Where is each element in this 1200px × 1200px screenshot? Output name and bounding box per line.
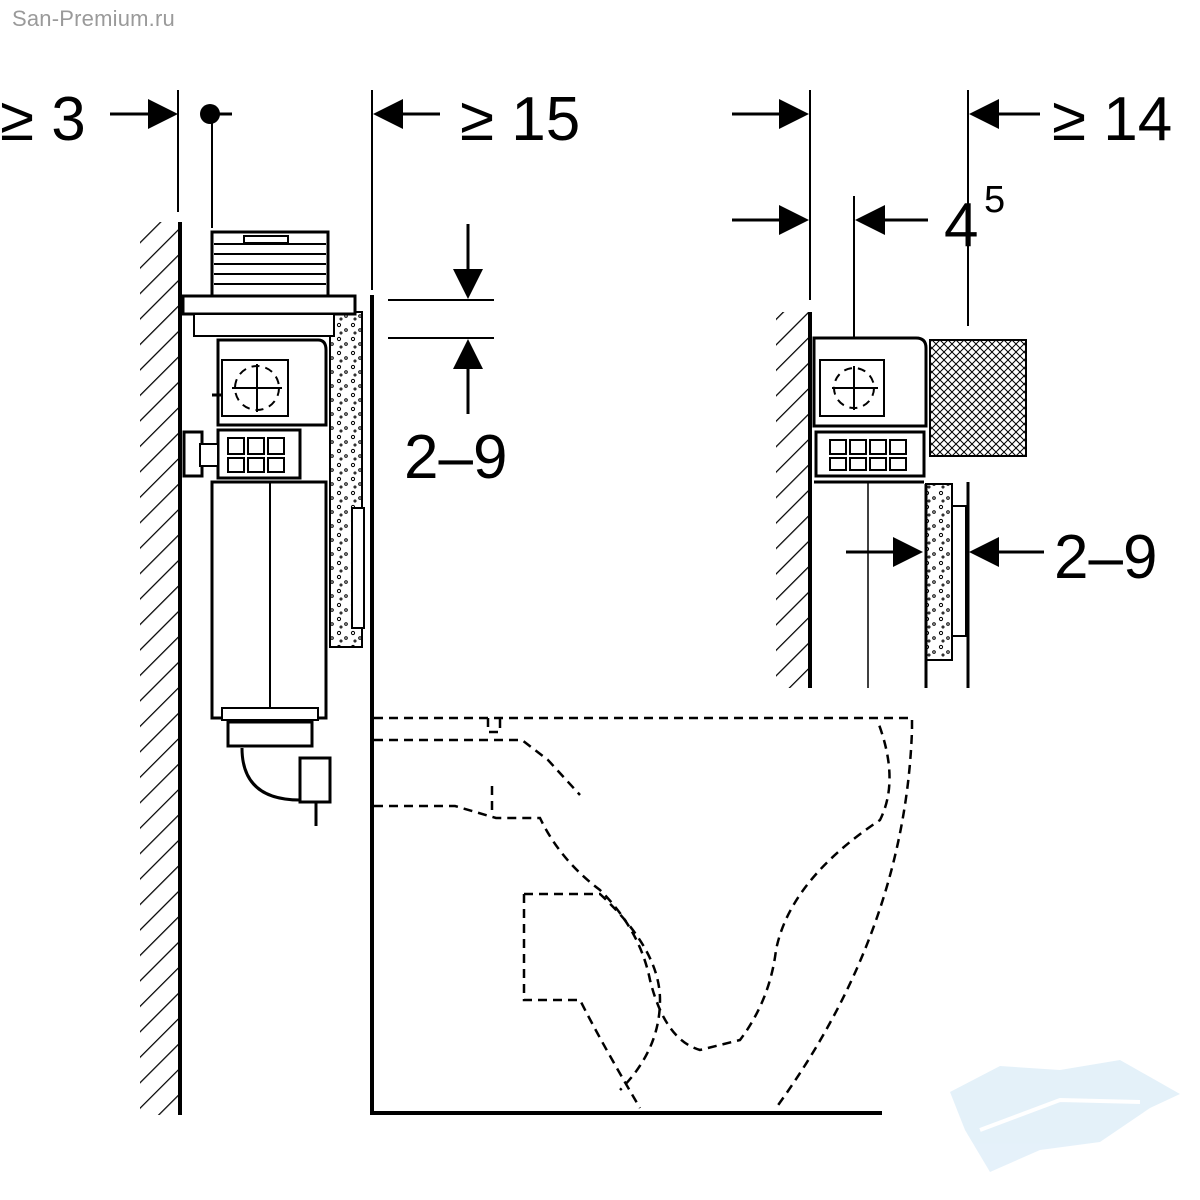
dimension-left-wall-gap: ≥ 3 (0, 85, 232, 228)
cistern-tank (210, 480, 332, 826)
insulation-board-left (329, 311, 365, 648)
dimension-panel-offset-right: 2–9 (846, 523, 1157, 592)
dim-label-right-inner-base: 4 (944, 191, 978, 260)
dimension-panel-offset-left: 2–9 (388, 224, 507, 492)
dim-label-right-top-gap: ≥ 14 (1052, 85, 1172, 154)
dim-label-panel-offset-right: 2–9 (1054, 523, 1157, 592)
flush-plate-frame (181, 230, 357, 337)
dim-label-panel-offset-left: 2–9 (404, 423, 507, 492)
flush-valve-module (212, 338, 328, 427)
dimension-right-top-gap: ≥ 14 (732, 85, 1172, 326)
right-insulation-board (924, 482, 970, 688)
right-flush-valve-module (812, 336, 1027, 457)
dimension-front-clearance: ≥ 15 (371, 85, 580, 290)
watermark-text: San-Premium.ru (12, 6, 175, 31)
dim-label-right-inner-sup: 5 (984, 179, 1005, 221)
front-panel-wall (370, 295, 882, 1115)
left-wall (140, 222, 182, 1115)
dim-label-front-clearance: ≥ 15 (460, 85, 580, 154)
toilet-bowl-outline (374, 716, 914, 1109)
right-wall (776, 312, 812, 688)
dim-label-left-wall-gap: ≥ 3 (0, 85, 86, 154)
watermark-logo (950, 1060, 1180, 1172)
connection-block (182, 428, 302, 480)
right-connection-block (814, 430, 926, 688)
